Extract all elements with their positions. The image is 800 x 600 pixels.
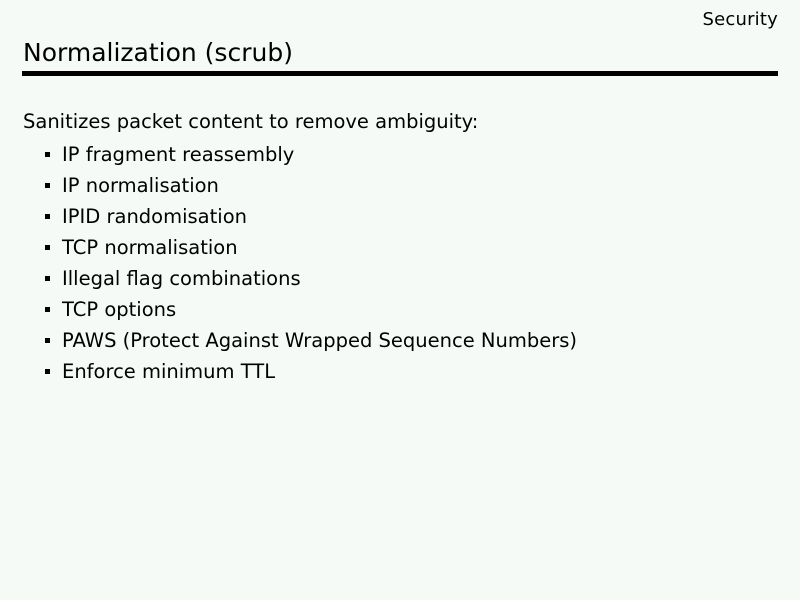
list-item-label: IP fragment reassembly — [62, 143, 295, 166]
list-item-label: TCP options — [62, 298, 177, 321]
list-item: TCP options — [45, 294, 763, 325]
list-item: Illegal flag combinations — [45, 263, 763, 294]
list-item-label: Enforce minimum TTL — [62, 360, 276, 383]
slide-title: Normalization (scrub) — [23, 38, 293, 67]
list-item-label: PAWS (Protect Against Wrapped Sequence N… — [62, 329, 578, 352]
square-bullet-icon — [45, 338, 50, 343]
list-item: IP normalisation — [45, 170, 763, 201]
slide-header-section: Security — [702, 9, 778, 30]
list-item-label: TCP normalisation — [62, 236, 238, 259]
list-item-label: IPID randomisation — [62, 205, 247, 228]
list-item: IPID randomisation — [45, 201, 763, 232]
list-item: PAWS (Protect Against Wrapped Sequence N… — [45, 325, 763, 356]
square-bullet-icon — [45, 183, 50, 188]
title-divider-rule — [22, 71, 778, 76]
square-bullet-icon — [45, 276, 50, 281]
square-bullet-icon — [45, 245, 50, 250]
slide-body: Sanitizes packet content to remove ambig… — [23, 108, 763, 387]
list-item: IP fragment reassembly — [45, 139, 763, 170]
intro-text: Sanitizes packet content to remove ambig… — [23, 110, 479, 133]
bullet-list: IP fragment reassembly IP normalisation … — [23, 139, 763, 387]
list-item-label: Illegal flag combinations — [62, 267, 301, 290]
list-item: Enforce minimum TTL — [45, 356, 763, 387]
square-bullet-icon — [45, 307, 50, 312]
list-item: TCP normalisation — [45, 232, 763, 263]
list-item-label: IP normalisation — [62, 174, 219, 197]
square-bullet-icon — [45, 152, 50, 157]
square-bullet-icon — [45, 214, 50, 219]
square-bullet-icon — [45, 369, 50, 374]
